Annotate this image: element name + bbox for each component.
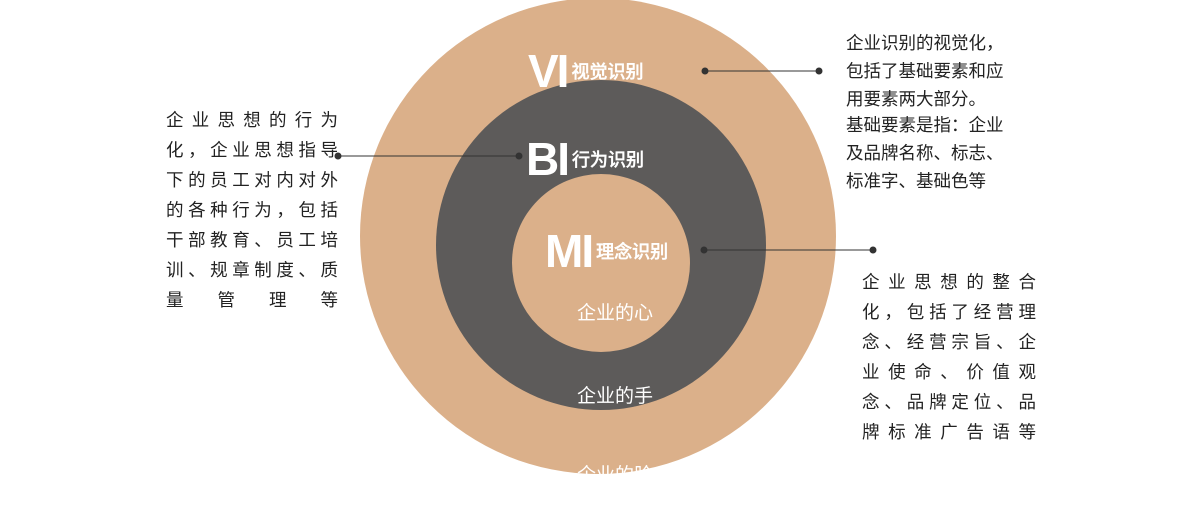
vi-ring-label: 企业的脸	[576, 464, 653, 486]
bi-abbr: BI	[526, 133, 570, 185]
bi-name: 行为识别	[572, 150, 644, 171]
bi-connector-dot-start	[334, 152, 342, 160]
mi-inner-circle	[512, 174, 690, 352]
mi-ring-label: 企业的心	[576, 302, 653, 324]
mi-description: 企业思想的整合 化，包括了经营理 念、经营宗旨、企 业使命、价值观 念、品牌定位…	[862, 273, 1036, 443]
mi-abbr: MI	[545, 225, 594, 277]
vi-name: 视觉识别	[571, 62, 644, 83]
mi-connector-dot-end	[869, 246, 877, 254]
bi-description: 企业思想的行为 化，企业思想指导 下的员工对内对外 的各种行为，包括 干部教育、…	[166, 111, 338, 311]
mi-connector-dot-start	[700, 246, 708, 254]
bi-ring-label: 企业的手	[576, 385, 653, 407]
vi-connector-dot-start	[701, 67, 709, 75]
vi-definition-description: 企业识别的视觉化， 包括了基础要素和应 用要素两大部分。	[846, 34, 1004, 110]
vi-basic-elements-description: 基础要素是指：企业 及品牌名称、标志、 标准字、基础色等	[846, 116, 1004, 192]
mi-name: 理念识别	[596, 242, 669, 263]
vi-abbr: VI	[528, 45, 569, 97]
bi-connector-dot-end	[515, 152, 523, 160]
vi-connector-dot-end	[815, 67, 823, 75]
